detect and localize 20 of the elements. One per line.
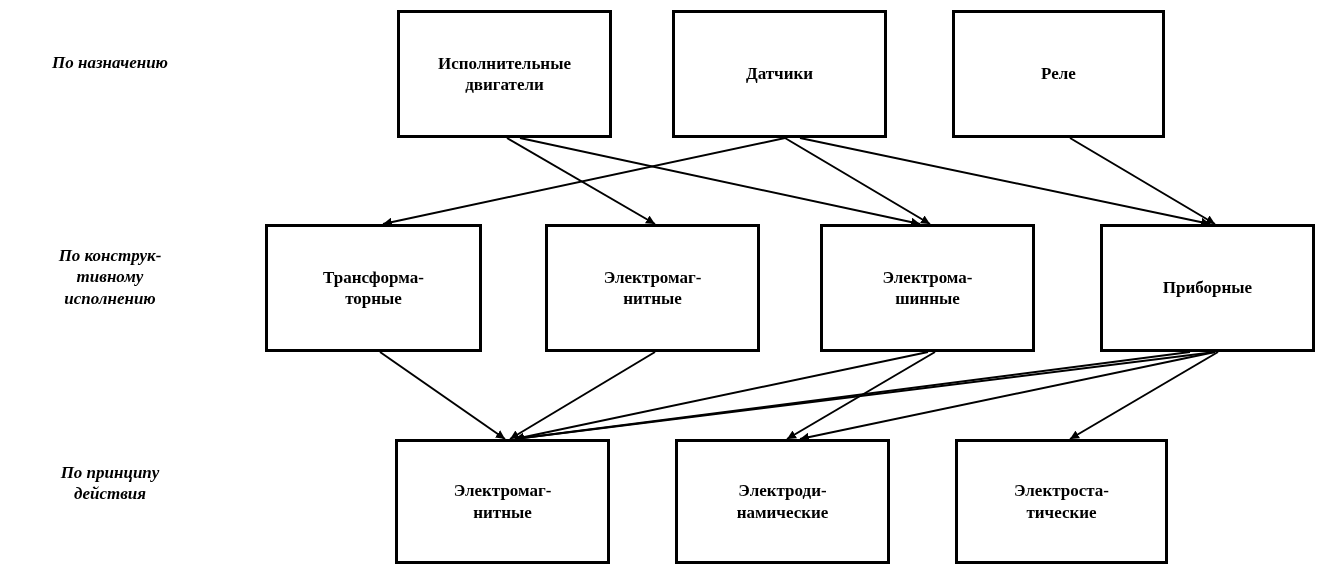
- arrow: [379, 351, 506, 440]
- arrow: [786, 351, 936, 440]
- arrow: [506, 137, 656, 225]
- row-heading: По конструк- тивному исполнению: [57, 245, 163, 309]
- category-box: Электромаг- нитные: [545, 224, 760, 352]
- category-box: Электроста- тические: [955, 439, 1168, 564]
- category-box: Электроди- намические: [675, 439, 890, 564]
- arrow: [509, 351, 656, 440]
- category-box: Электрома- шинные: [820, 224, 1035, 352]
- category-box: Реле: [952, 10, 1165, 138]
- arrow: [1069, 351, 1219, 440]
- arrow: [1069, 137, 1216, 225]
- row-heading: По принципу действия: [59, 462, 161, 505]
- row-heading: По назначению: [51, 52, 169, 74]
- category-box: Датчики: [672, 10, 887, 138]
- category-box: Приборные: [1100, 224, 1315, 352]
- category-box: Исполнительные двигатели: [397, 10, 612, 138]
- category-box: Трансформа- торные: [265, 224, 482, 352]
- arrow: [784, 137, 931, 225]
- category-box: Электромаг- нитные: [395, 439, 610, 564]
